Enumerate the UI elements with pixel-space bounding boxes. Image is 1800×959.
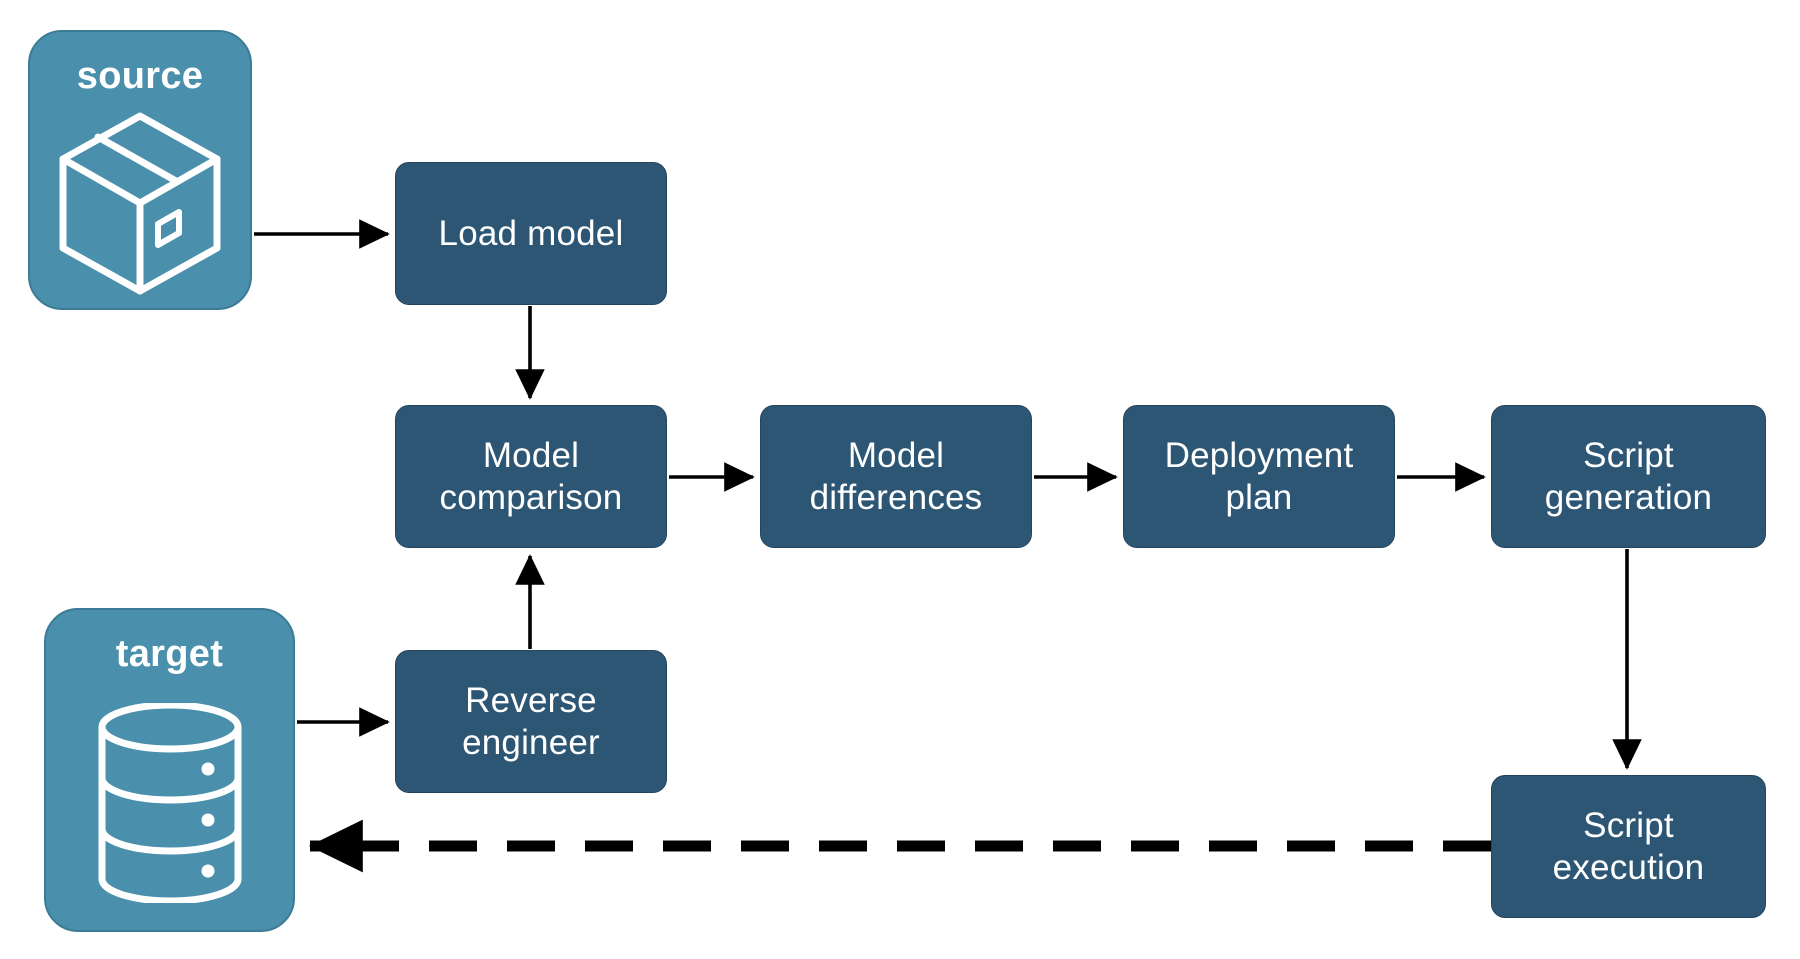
process-reverse-engineer[interactable]: Reverse engineer — [395, 650, 667, 793]
endpoint-source-label: source — [76, 55, 204, 97]
database-cylinder-icon — [46, 677, 293, 930]
endpoint-source[interactable]: source — [28, 30, 252, 310]
process-script-generation[interactable]: Script generation — [1491, 405, 1766, 548]
process-script-execution[interactable]: Script execution — [1491, 775, 1766, 918]
package-box-icon — [30, 99, 250, 308]
process-model-comparison[interactable]: Model comparison — [395, 405, 667, 548]
endpoint-target-label: target — [115, 633, 224, 675]
endpoint-target[interactable]: target — [44, 608, 295, 932]
process-load-model[interactable]: Load model — [395, 162, 667, 305]
process-model-differences[interactable]: Model differences — [760, 405, 1032, 548]
process-deployment-plan[interactable]: Deployment plan — [1123, 405, 1395, 548]
